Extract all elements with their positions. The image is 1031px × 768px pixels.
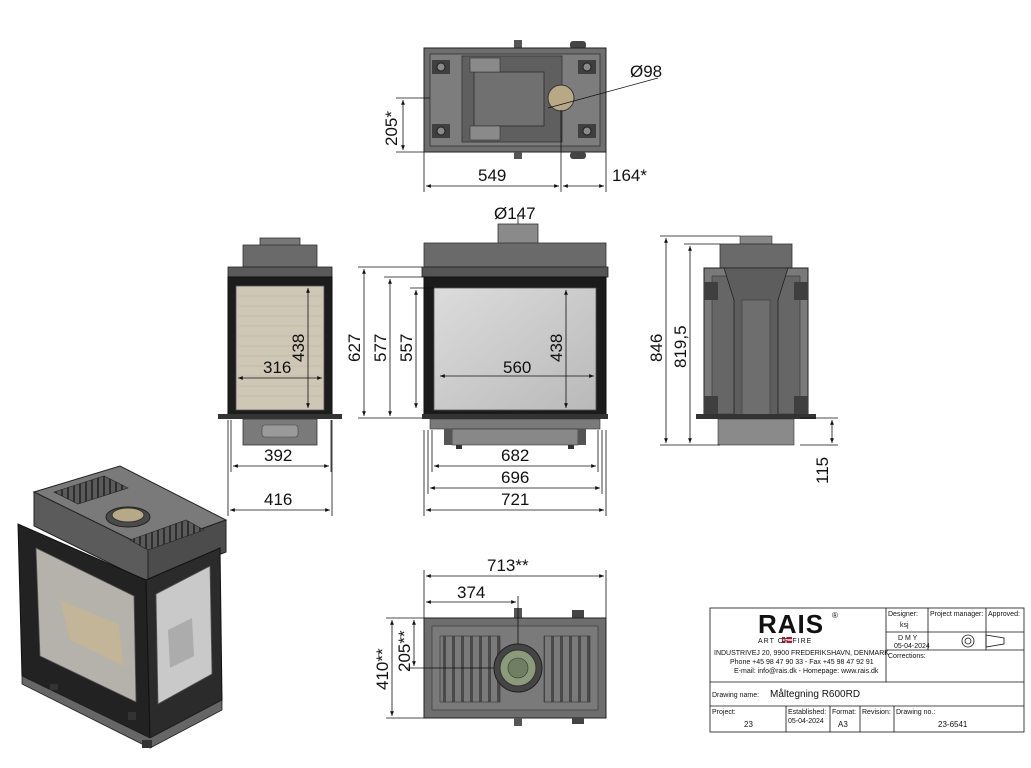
dim-front-h-557: 557 [397, 334, 416, 362]
dim-bottom-w-713: 713** [487, 556, 529, 575]
dim-front-w-721: 721 [501, 490, 529, 509]
designer-value: ksj [900, 622, 909, 629]
isometric-view [17, 465, 228, 749]
revision-label: Revision: [862, 709, 891, 716]
established-label: Established: [788, 709, 826, 716]
corrections-label: Corrections: [888, 653, 926, 660]
bottom-view-dimensions [386, 570, 607, 719]
dmy-label: D M Y [898, 635, 918, 642]
dim-side-inner-w: 392 [264, 446, 292, 465]
dim-bottom-w-374: 374 [457, 583, 485, 602]
drawing-no-label: Drawing no.: [896, 709, 935, 716]
dim-back-h-846: 846 [647, 334, 666, 362]
side-view [218, 237, 342, 446]
front-view-dimensions [358, 214, 607, 516]
date-value: 05-04-2024 [894, 643, 930, 650]
address-line: INDUSTRIVEJ 20, 9900 FREDERIKSHAVN, DENM… [714, 650, 889, 657]
project-label: Project: [712, 709, 736, 716]
project-value: 23 [744, 720, 753, 729]
dim-back-h-8195: 819,5 [671, 325, 690, 368]
drawing-name-value: Måltegning R600RD [770, 688, 860, 700]
dim-bottom-d-205: 205** [395, 630, 414, 672]
established-value: 05-04-2024 [788, 718, 824, 725]
dim-flue-front: Ø147 [494, 204, 536, 223]
dim-top-offset: 164* [612, 166, 647, 185]
dim-top-depth: 205* [382, 111, 401, 146]
dim-flue-top: Ø98 [630, 62, 662, 81]
title-block [709, 607, 1025, 733]
dim-front-h-627: 627 [345, 334, 364, 362]
dim-side-glass-w: 316 [263, 358, 291, 377]
back-view [696, 235, 816, 446]
drawing-no-value: 23-6541 [938, 720, 968, 729]
logo-text: RAIS [758, 609, 824, 639]
front-view [421, 223, 609, 449]
format-value: A3 [838, 720, 848, 729]
side-view-dimensions [227, 288, 333, 516]
dim-back-base-115: 115 [813, 457, 832, 484]
logo-registered: ® [832, 611, 838, 620]
logo-tagline: ART OF FIRE [758, 638, 812, 645]
format-label: Format: [832, 709, 856, 716]
top-view [423, 40, 607, 159]
phone-line: Phone +45 98 47 90 33 - Fax +45 98 47 92… [730, 659, 874, 666]
back-view-dimensions [660, 235, 838, 446]
drawing-name-label: Drawing name: [712, 692, 759, 699]
dim-front-w-682: 682 [501, 446, 529, 465]
email-line: E-mail: info@rais.dk - Homepage: www.rai… [734, 668, 879, 675]
dim-front-w-696: 696 [501, 468, 529, 487]
designer-label: Designer: [888, 611, 918, 618]
dim-front-glass-w: 560 [503, 358, 531, 377]
approved-label: Approved: [988, 611, 1020, 618]
pm-label: Project manager: [930, 611, 983, 618]
dim-side-glass-h: 438 [289, 334, 308, 362]
dim-front-glass-h: 438 [547, 334, 566, 362]
dim-front-h-577: 577 [371, 334, 390, 362]
dim-top-width: 549 [478, 166, 506, 185]
dim-side-outer-w: 416 [264, 490, 292, 509]
bottom-view [423, 608, 607, 726]
dim-bottom-d-410: 410** [373, 648, 392, 690]
rais-logo: RAIS ® ART OF FIRE [758, 609, 838, 645]
top-view-dimensions [396, 77, 659, 192]
